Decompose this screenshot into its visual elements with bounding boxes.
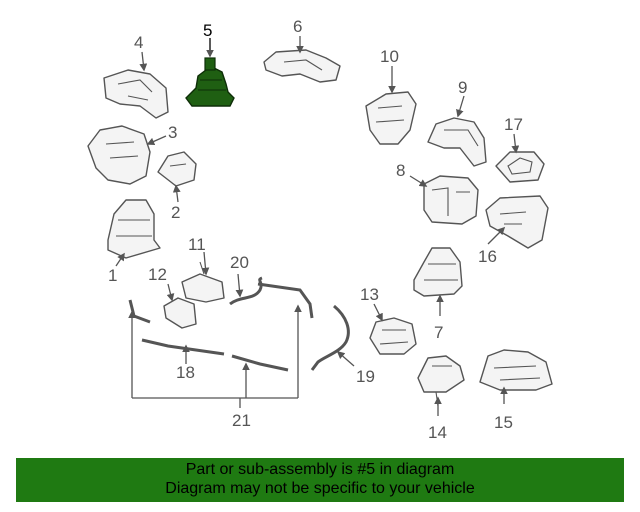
banner-disclaimer: Diagram may not be specific to your vehi…	[165, 480, 475, 497]
part-13[interactable]	[369, 317, 417, 355]
callout-12: 12	[148, 265, 167, 284]
banner-part-note: Part or sub-assembly is #5 in diagram	[185, 461, 455, 478]
part-5-highlighted[interactable]	[185, 57, 235, 107]
part-19[interactable]	[310, 304, 350, 371]
callout-17: 17	[504, 115, 523, 134]
callout-14: 14	[428, 423, 447, 442]
part-12[interactable]	[163, 297, 197, 329]
leader-2	[172, 184, 181, 203]
callout-11: 11	[188, 235, 206, 254]
callout-4: 4	[134, 33, 143, 52]
part-9[interactable]	[427, 117, 487, 167]
part-14[interactable]	[417, 355, 465, 407]
part-20[interactable]	[229, 276, 263, 306]
part-16[interactable]	[485, 195, 549, 249]
part-3[interactable]	[87, 125, 151, 185]
callout-20: 20	[230, 253, 249, 272]
part-15[interactable]	[479, 349, 553, 391]
callout-7: 7	[434, 323, 443, 342]
leader-19	[336, 350, 355, 367]
part-1[interactable]	[107, 199, 161, 259]
callout-3: 3	[168, 123, 177, 142]
callout-21: 21	[232, 411, 251, 430]
leader-9	[456, 95, 465, 118]
leader-11	[201, 251, 210, 276]
info-banner: Part or sub-assembly is #5 in diagram Di…	[16, 458, 624, 502]
part-17[interactable]	[495, 151, 545, 183]
callout-19: 19	[356, 367, 375, 386]
leader-17	[511, 133, 520, 154]
callout-10: 10	[380, 47, 399, 66]
leader-3	[146, 135, 167, 146]
leader-21	[128, 304, 302, 408]
leader-16	[487, 226, 506, 245]
part-8[interactable]	[423, 175, 479, 225]
part-6[interactable]	[263, 49, 341, 83]
part-4[interactable]	[103, 69, 169, 119]
callout-9: 9	[458, 78, 467, 97]
part-10[interactable]	[365, 91, 417, 145]
leader-20	[235, 273, 244, 298]
callout-15: 15	[494, 413, 513, 432]
callout-6: 6	[293, 17, 302, 36]
callout-5: 5	[203, 21, 212, 40]
part-11[interactable]	[181, 261, 225, 303]
leader-8	[409, 175, 428, 187]
leader-4	[139, 51, 148, 72]
leader-13	[373, 303, 383, 322]
part-21[interactable]	[231, 282, 314, 372]
callout-1: 1	[108, 266, 117, 285]
callout-16: 16	[478, 247, 497, 266]
callout-8: 8	[396, 161, 405, 180]
parts-diagram: 4 5 6 10 9 17 3 2	[87, 17, 553, 442]
callout-13: 13	[360, 285, 379, 304]
callout-2: 2	[171, 203, 180, 222]
part-7[interactable]	[413, 247, 463, 297]
callout-18: 18	[176, 363, 195, 382]
part-2[interactable]	[157, 151, 197, 187]
leader-12	[166, 283, 175, 302]
leader-1	[115, 252, 125, 267]
